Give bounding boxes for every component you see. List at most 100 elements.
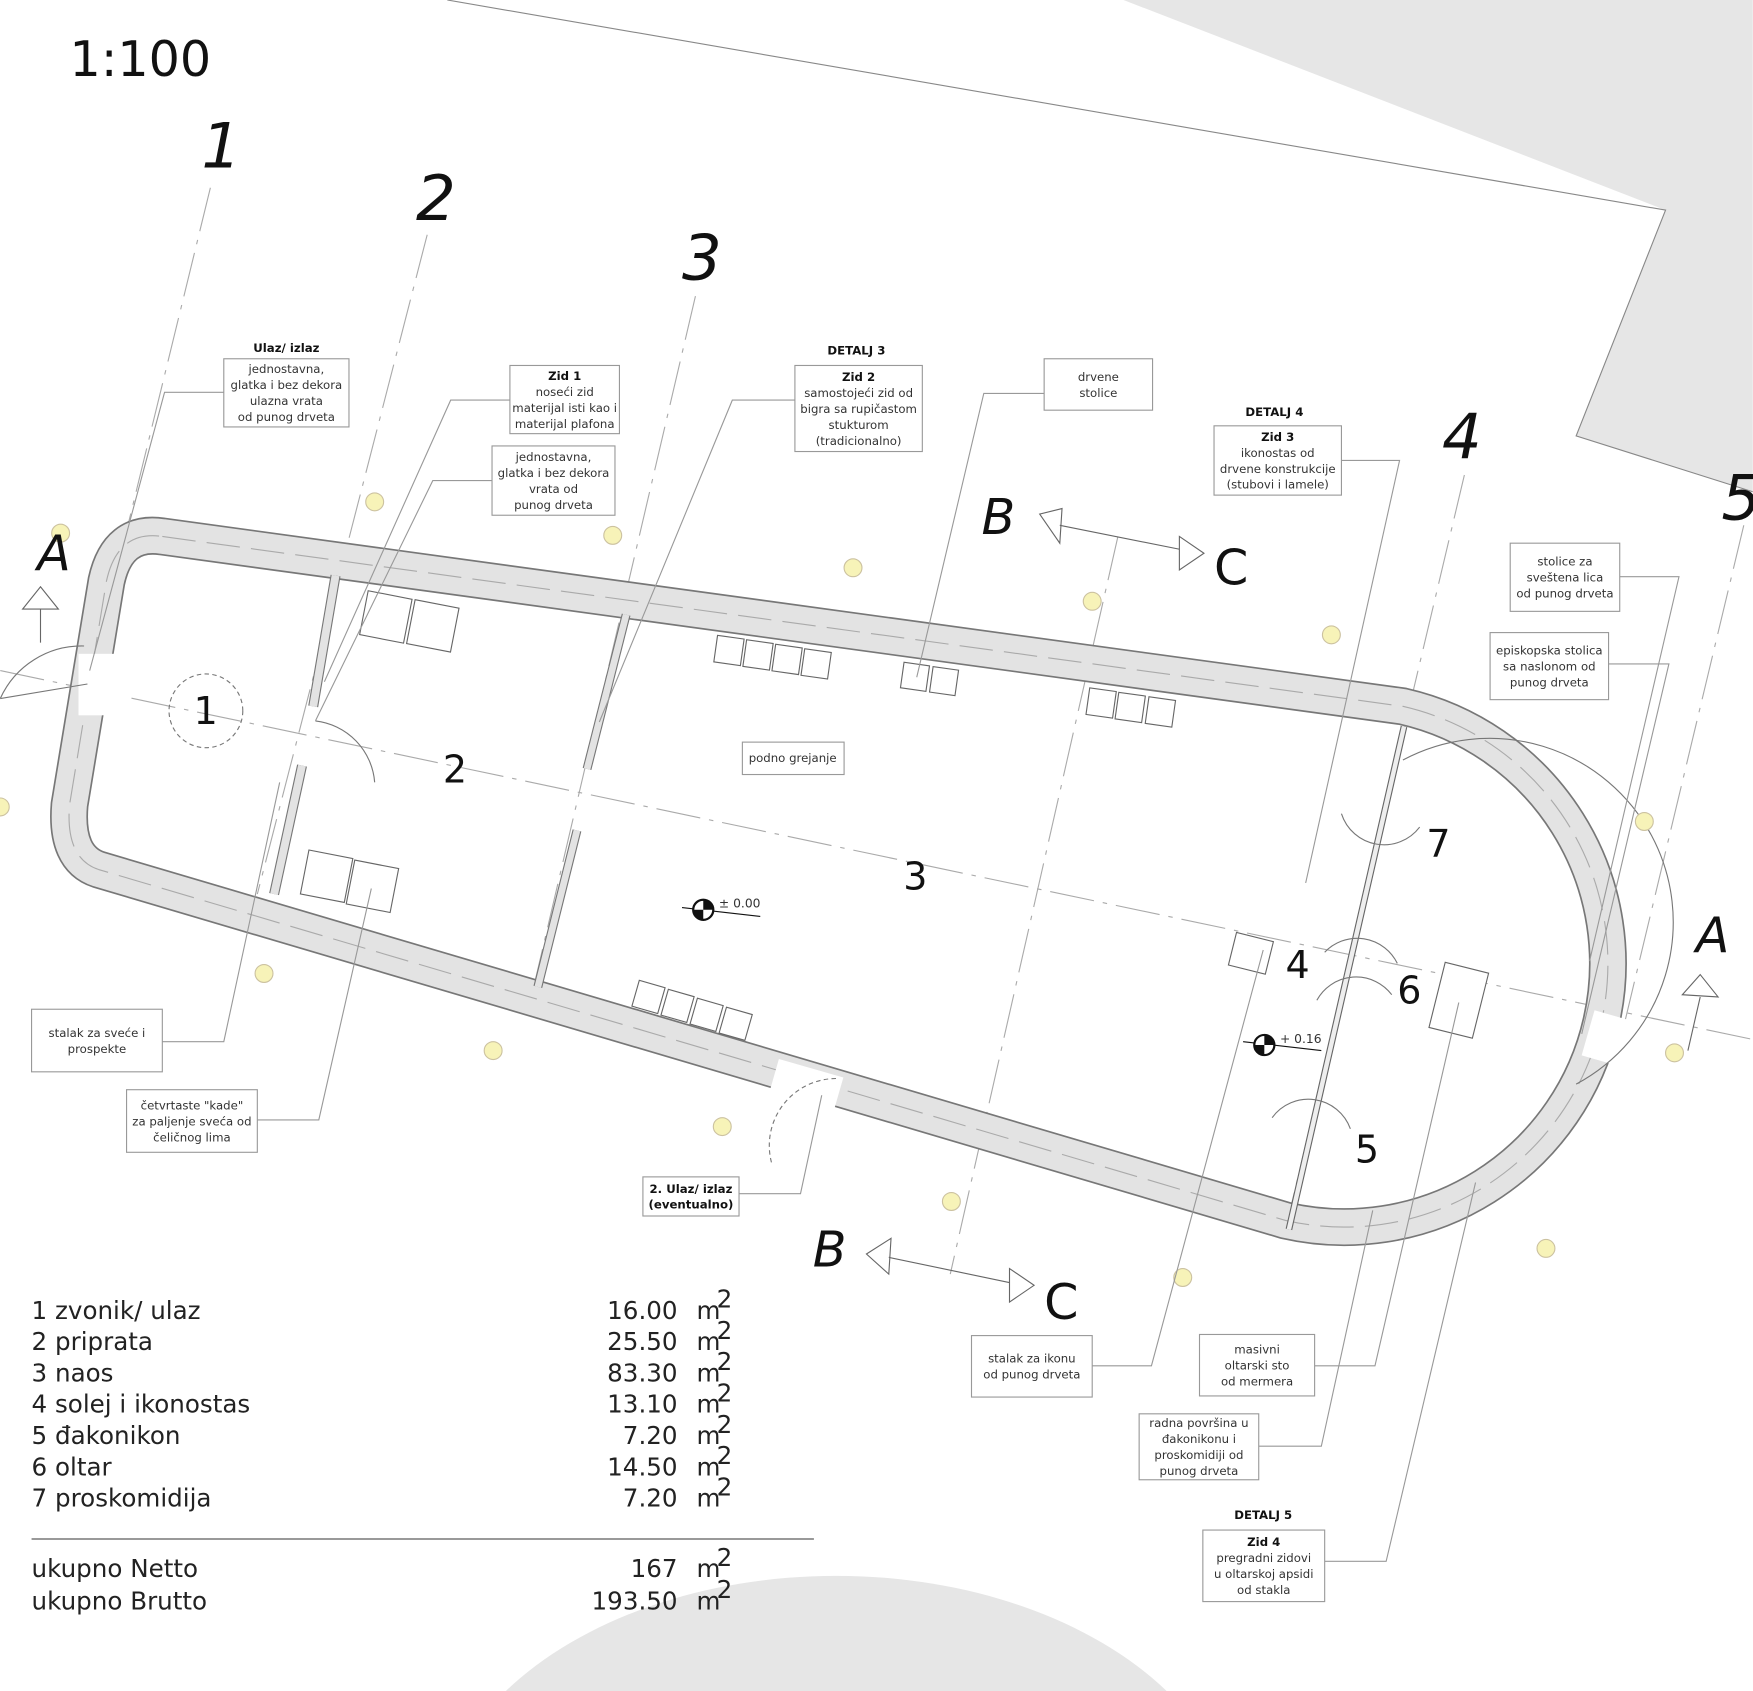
leader-line (1589, 576, 1680, 962)
leader-line (739, 1095, 823, 1195)
room-number-2: 2 (443, 747, 467, 791)
axis-label-1: 1 (201, 110, 241, 183)
callout-line: proskomidiji od (1154, 1448, 1243, 1462)
callout-line: sa naslonom od (1503, 659, 1596, 673)
area-name: 4 solej i ikonostas (32, 1390, 251, 1419)
callout-line: ulazna vrata (250, 394, 323, 408)
section-a-right: A (1693, 906, 1730, 964)
callout-line: jednostavna, (515, 450, 592, 464)
area-unit: m (697, 1452, 721, 1481)
section-c-top: C (1214, 539, 1248, 597)
callout-box (30, 1008, 163, 1073)
callout-8: episkopska stolica sa naslonom od punog dr… (1489, 632, 1670, 1034)
callout-box (1489, 632, 1610, 701)
callout-line: stolice za (1537, 555, 1592, 569)
callout-line: stolice (1079, 386, 1117, 400)
area-unit-exponent: 2 (717, 1285, 733, 1314)
callout-line: Zid 4 (1247, 1535, 1280, 1549)
leader-line (314, 480, 493, 722)
callout-box (1138, 1413, 1260, 1481)
callout-line: 2. Ulaz/ izlaz (650, 1182, 733, 1196)
scale-label: 1:100 (70, 30, 212, 88)
callout-line: glatka i bez dekora (498, 466, 610, 480)
room-number-7: 7 (1426, 822, 1450, 866)
callout-line: od punog drveta (238, 410, 335, 424)
callout-line: od stakla (1237, 1583, 1290, 1597)
callout-box (1198, 1333, 1316, 1397)
area-unit: m (697, 1586, 721, 1615)
callout-line: (eventualno) (649, 1198, 734, 1212)
callout-line: bigra sa rupičastom (800, 402, 917, 416)
callout-line: episkopska stolica (1496, 643, 1603, 657)
callout-line: đakonikonu i (1162, 1432, 1236, 1446)
callout-line: punog drveta (1510, 675, 1589, 689)
callout-box (125, 1089, 258, 1153)
callout-box (642, 1176, 740, 1217)
callout-line: stalak za sveće i (49, 1026, 146, 1040)
callout-line: samostojeći zid od (804, 386, 913, 400)
callout-line: Zid 1 (548, 369, 581, 383)
callout-line: materijal isti kao i (512, 401, 617, 415)
plot-boundary (447, 0, 1753, 493)
furniture (0, 645, 1674, 1163)
area-unit-exponent: 2 (717, 1379, 733, 1408)
area-unit: m (697, 1390, 721, 1419)
callout-line: punog drveta (514, 498, 593, 512)
leader-line (257, 888, 372, 1121)
callout-10: četvrtaste "kade"za paljenje sveća odčel… (125, 888, 372, 1153)
callout-line: drvene konstrukcije (1220, 462, 1336, 476)
callout-line: čeličnog lima (153, 1130, 230, 1144)
area-value: 7.20 (623, 1421, 678, 1450)
callout-line: punog drveta (1160, 1464, 1239, 1478)
callout-box (794, 364, 923, 453)
callout-line: materijal plafona (515, 417, 615, 431)
callout-box (223, 358, 350, 428)
floor-heating-label: podno grejanje (741, 741, 845, 776)
area-unit-exponent: 2 (717, 1472, 733, 1501)
area-value: 193.50 (592, 1586, 678, 1615)
seating (299, 590, 1490, 1042)
callout-line: od mermera (1221, 1374, 1293, 1388)
callout-box (491, 445, 616, 516)
callout-box (1213, 425, 1342, 496)
axis-label-4: 4 (1442, 400, 1482, 473)
section-b-bottom: B (813, 1220, 847, 1278)
floor-heating-text: podno grejanje (749, 751, 837, 765)
callout-line: Zid 3 (1261, 430, 1294, 444)
leader-line (162, 782, 281, 1043)
area-value: 167 (631, 1554, 678, 1583)
area-row: 4 solej i ikonostas 13.10 m2 (32, 1379, 733, 1419)
area-unit-exponent: 2 (717, 1543, 733, 1572)
building-walls (50, 516, 1649, 1247)
callout-line: za paljenje sveća od (132, 1114, 251, 1128)
leader-line (1581, 663, 1670, 1034)
level-marker-main: ± 0.00 (681, 897, 760, 921)
room-number-6: 6 (1397, 969, 1421, 1013)
room-number-1: 1 (194, 689, 218, 733)
area-value: 13.10 (607, 1390, 677, 1419)
callout-line: sveštena lica (1527, 571, 1604, 585)
callout-box (509, 364, 620, 435)
callout-line: stalak za ikonu (988, 1352, 1076, 1366)
leader-line (916, 392, 1045, 678)
leader-line (1305, 459, 1401, 884)
area-name: 5 đakonikon (32, 1421, 181, 1450)
area-unit-exponent: 2 (717, 1410, 733, 1439)
area-unit: m (697, 1296, 721, 1325)
neighbor-round-area (505, 1575, 1167, 1691)
area-name: 3 naos (32, 1358, 114, 1387)
callout-line: prospekte (68, 1042, 127, 1056)
section-markers (21, 507, 1720, 1304)
area-unit-exponent: 2 (717, 1441, 733, 1470)
area-value: 25.50 (607, 1327, 677, 1356)
area-value: 7.20 (623, 1484, 678, 1513)
